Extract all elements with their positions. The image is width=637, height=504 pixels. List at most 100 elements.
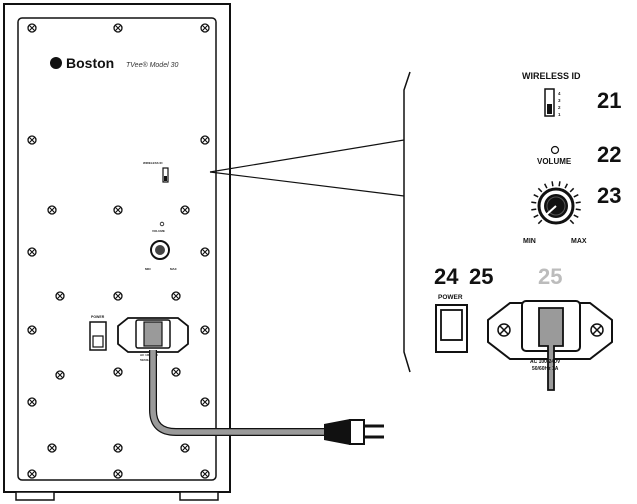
volume-scale-tick	[569, 187, 575, 193]
callout-bracket	[403, 71, 411, 373]
logo-mark-icon	[50, 57, 62, 69]
callout-number-21: 21	[597, 88, 621, 113]
callout-line-bottom	[209, 171, 405, 197]
volume-scale-ticks	[531, 181, 581, 225]
small-wireless-id: WIRELESS ID	[143, 161, 169, 183]
ac-plug-cable	[538, 307, 564, 391]
screw-icon	[27, 469, 37, 479]
brand-model: TVee® Model 30	[126, 61, 178, 69]
ac-screw-right-slot	[592, 325, 602, 335]
volume-scale-tick	[558, 181, 561, 187]
screw-icon	[113, 367, 123, 377]
volume-knob-highlight	[546, 196, 566, 216]
volume-scale-tick	[531, 201, 537, 204]
brand-logo: Boston TVee® Model 30	[50, 55, 178, 71]
max-label: MAX	[571, 238, 587, 245]
small-volume: VOLUME MIN MAX	[145, 221, 177, 271]
screw-icon	[113, 205, 123, 215]
wireless-id-switch	[544, 88, 555, 117]
min-label: MIN	[523, 238, 536, 245]
small-volume-knob-cap	[155, 245, 165, 255]
cabinet-foot-left	[15, 491, 55, 501]
power-cable	[149, 350, 384, 445]
power-cable-fill	[150, 350, 330, 435]
small-wireless-id-switch	[162, 167, 169, 183]
volume-scale-tick	[551, 181, 554, 187]
screw-icon	[200, 397, 210, 407]
callout-number-23: 23	[597, 183, 621, 208]
callout-lines	[209, 71, 411, 373]
ac-inlet-line2: 50/60Hz 1A	[532, 366, 559, 372]
volume-knob-pointer	[545, 205, 557, 216]
volume-scale-tick	[543, 183, 548, 189]
volume-detail: VOLUME 22 MIN MAX 23	[523, 142, 621, 245]
volume-scale-tick	[575, 208, 581, 211]
small-max-label: MAX	[170, 267, 177, 271]
screw-icon	[171, 291, 181, 301]
power-label: POWER	[438, 294, 463, 301]
volume-scale-tick	[569, 219, 575, 225]
volume-indicator-led	[550, 145, 560, 155]
volume-label: VOLUME	[537, 157, 572, 166]
ac-screw-left-slot	[499, 325, 509, 335]
switch-pos-4: 4	[558, 91, 561, 96]
screw-icon	[113, 291, 123, 301]
screw-icon	[200, 135, 210, 145]
power-plug-prongs	[364, 424, 384, 439]
speaker-cabinet	[3, 3, 231, 501]
screw-icon	[55, 291, 65, 301]
small-power-rocker	[92, 335, 104, 348]
cabinet-screws	[27, 23, 210, 479]
screw-icon	[200, 325, 210, 335]
ac-inlet-line1: AC 100-240V	[530, 359, 561, 365]
power-detail: 24 25 POWER	[434, 264, 493, 353]
screw-icon	[113, 23, 123, 33]
screw-icon	[200, 469, 210, 479]
small-wireless-id-slider	[164, 176, 167, 181]
screw-icon	[113, 469, 123, 479]
switch-pos-1: 1	[558, 112, 561, 117]
screw-icon	[200, 23, 210, 33]
screw-icon	[47, 443, 57, 453]
ac-inlet-detail: 25 AC 100-240V 50/60Hz 1A	[487, 264, 613, 391]
small-ac-plug	[143, 321, 163, 347]
switch-pos-3: 3	[558, 98, 561, 103]
volume-scale-tick	[533, 193, 539, 198]
callout-number-22: 22	[597, 142, 621, 167]
wireless-id-slider	[547, 104, 552, 114]
small-volume-indicator	[159, 221, 165, 227]
screw-icon	[27, 23, 37, 33]
screw-icon	[113, 443, 123, 453]
small-volume-label: VOLUME	[152, 229, 165, 233]
small-wireless-id-label: WIRELESS ID	[143, 161, 163, 165]
small-ac-inlet: AC 100-240V 50/60Hz 1A	[117, 317, 189, 362]
screw-icon	[27, 135, 37, 145]
screw-icon	[200, 247, 210, 257]
callout-number-24: 24	[434, 264, 459, 289]
callout-number-25-ac: 25	[538, 264, 562, 289]
screw-icon	[27, 325, 37, 335]
small-power-label: POWER	[91, 315, 105, 319]
screw-icon	[180, 443, 190, 453]
small-power: POWER	[89, 315, 107, 351]
small-ac-line2: 50/60Hz 1A	[140, 358, 157, 362]
screw-icon	[180, 205, 190, 215]
callout-line-top	[209, 139, 405, 173]
volume-scale-tick	[573, 193, 579, 198]
power-switch-rocker	[440, 309, 463, 341]
screw-icon	[55, 370, 65, 380]
power-plug-icon	[324, 419, 350, 445]
power-plug-body	[349, 419, 365, 445]
volume-scale-tick	[573, 214, 579, 219]
screw-icon	[27, 247, 37, 257]
screw-icon	[171, 367, 181, 377]
small-min-label: MIN	[145, 267, 151, 271]
callout-number-25-power: 25	[469, 264, 493, 289]
wireless-id-detail: WIRELESS ID 4 3 2 1 21	[522, 71, 621, 117]
volume-scale-tick	[537, 187, 543, 193]
switch-pos-2: 2	[558, 105, 561, 110]
cabinet-inner-panel	[17, 17, 217, 481]
screw-icon	[47, 205, 57, 215]
volume-scale-tick	[531, 208, 537, 211]
